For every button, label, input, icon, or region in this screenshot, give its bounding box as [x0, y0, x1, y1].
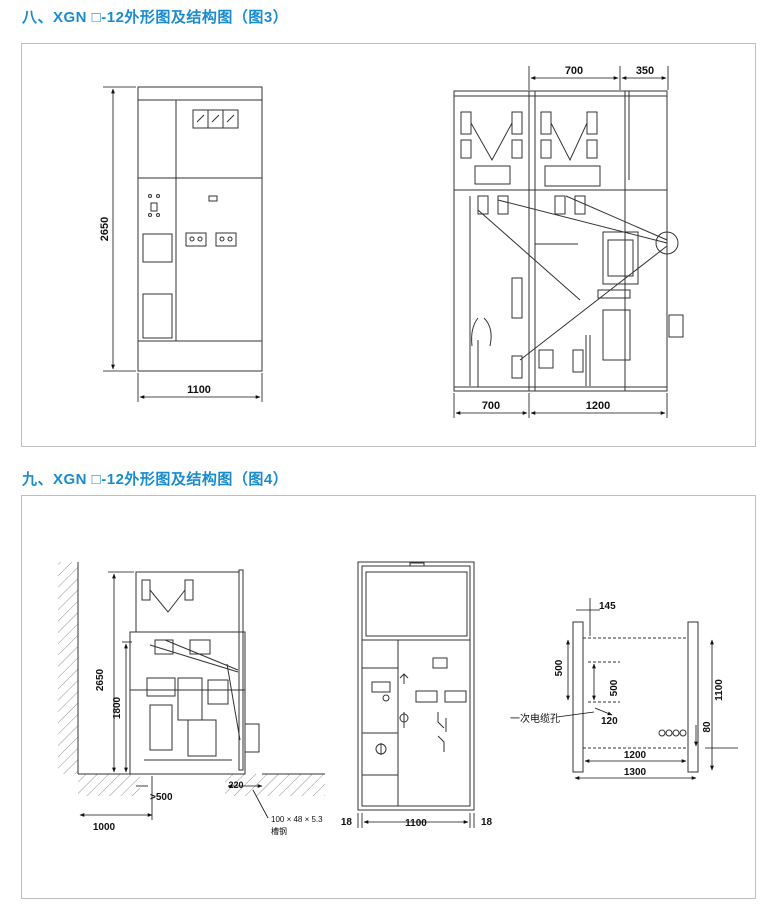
fig4-front-side-right-label: 18: [481, 817, 493, 828]
fig3-side-bottom-dim-right: 1200: [586, 400, 610, 412]
fig3-front-width-label: 1100: [187, 384, 211, 396]
fig3-side-view: [453, 90, 684, 392]
fig4-cable-hole-label: 一次电缆孔: [510, 712, 560, 725]
fig4-front-side-left-label: 18: [341, 817, 353, 828]
section1-title: 八、XGN □-12外形图及结构图（图3）: [22, 9, 289, 26]
fig3-side-top-dim-right: 350: [636, 65, 654, 77]
fig4-base-inner-depth-label: 500: [609, 679, 620, 696]
fig4-height-lower-label: 1800: [112, 696, 123, 719]
fig4-front-view: [357, 561, 475, 811]
fig4-wall: [58, 562, 325, 796]
fig4-front-dims: [357, 813, 475, 828]
fig3-front-height-label: 2650: [99, 217, 111, 241]
fig3-front-view: [137, 86, 263, 372]
fig4-depth-label: 1000: [93, 822, 116, 833]
fig4-offset-label: 220: [228, 780, 243, 790]
fig4-side-dims: [79, 571, 269, 820]
fig4-base-left-depth-label: 500: [554, 659, 565, 676]
fig3-side-bottom-dim-left: 700: [482, 400, 500, 412]
fig4-base-bottom-offset-label: 80: [702, 721, 713, 733]
fig4-base-top-label: 145: [599, 601, 616, 612]
fig4-base-plan-dims: [556, 598, 738, 780]
section2-title: 九、XGN □-12外形图及结构图（图4）: [22, 471, 289, 488]
fig4-height-total-label: 2650: [95, 668, 106, 691]
fig4-base-inner-width-label: 1200: [624, 750, 647, 761]
fig4-cable-offset-label: 120: [601, 716, 618, 727]
fig3-side-dims: [453, 66, 669, 418]
fig4-channel-name-label: 槽钢: [271, 826, 287, 836]
fig3-side-top-dim-left: 700: [565, 65, 583, 77]
fig4-channel-size-label: 100 × 48 × 5.3: [271, 815, 323, 824]
fig4-floor-clearance-label: >500: [150, 792, 173, 803]
fig4-front-width-label: 1100: [405, 818, 427, 829]
fig4-base-height-label: 1100: [714, 679, 725, 701]
fig4-base-plan: [572, 621, 699, 773]
fig4-side-view: [129, 569, 260, 775]
fig4-base-outer-width-label: 1300: [624, 767, 647, 778]
fig3-front-dims: [103, 86, 263, 402]
